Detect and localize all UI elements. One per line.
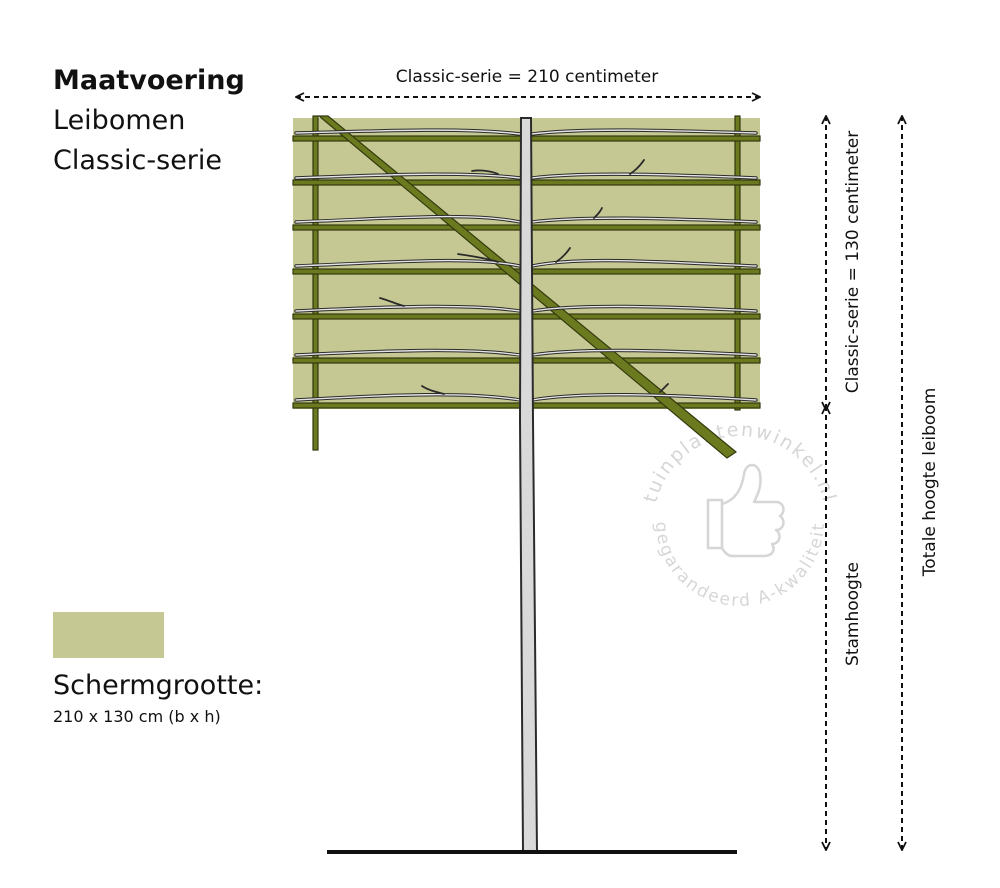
- branch-highlight: [531, 305, 757, 312]
- branch-highlight: [531, 173, 757, 179]
- twig: [659, 383, 669, 393]
- total-height-dimension-label: Totale hoogte leiboom: [920, 388, 940, 578]
- thumbs-up-icon: [706, 463, 785, 558]
- twig: [593, 207, 603, 219]
- branch-highlight: [531, 217, 757, 223]
- branch-highlight: [295, 129, 521, 135]
- branch-highlight: [531, 394, 757, 401]
- legend-subtitle-leibomen: Leibomen: [53, 105, 186, 136]
- branch-highlight: [295, 394, 521, 401]
- legend-subtitle-series: Classic-serie: [53, 145, 223, 176]
- svg-text:tuinplantenwinkel.nl: tuinplantenwinkel.nl: [639, 419, 840, 505]
- screen-size-label: Schermgrootte:: [53, 670, 264, 701]
- watermark-text-top: tuinplantenwinkel.nl: [639, 419, 838, 505]
- watermark-text-bottom: gegarandeerd A-kwaliteit: [651, 521, 827, 611]
- bamboo-post-left: [312, 115, 319, 451]
- branch-highlight: [531, 349, 757, 356]
- branch-highlight: [295, 259, 521, 267]
- branch-highlight: [295, 173, 521, 179]
- branch-highlight: [531, 259, 757, 267]
- bamboo-post-right: [734, 115, 741, 411]
- width-dimension-label: Classic-serie = 210 centimeter: [396, 67, 658, 87]
- screen-size-value: 210 x 130 cm (b x h): [53, 707, 221, 726]
- branch-highlight: [295, 305, 521, 312]
- branch-highlight: [295, 215, 521, 223]
- watermark-stamp: tuinplantenwinkel.nl gegarandeerd A-kwal…: [639, 419, 840, 611]
- twig: [629, 159, 645, 175]
- branch-highlight: [295, 349, 521, 356]
- branch-highlight: [531, 129, 757, 135]
- screen-color-swatch: [53, 612, 164, 658]
- svg-text:gegarandeerd A-kwaliteit: gegarandeerd A-kwaliteit: [651, 521, 829, 611]
- tree-branches: [294, 128, 758, 402]
- twig: [457, 253, 499, 263]
- twig: [379, 297, 405, 307]
- legend-heading: Maatvoering: [53, 65, 245, 96]
- screen-height-dimension-label: Classic-serie = 130 centimeter: [843, 131, 863, 393]
- twig: [471, 169, 499, 175]
- stem-height-dimension-label: Stamhoogte: [843, 562, 863, 666]
- tree-twigs: [379, 159, 669, 395]
- twig: [421, 385, 445, 395]
- twig: [555, 247, 571, 263]
